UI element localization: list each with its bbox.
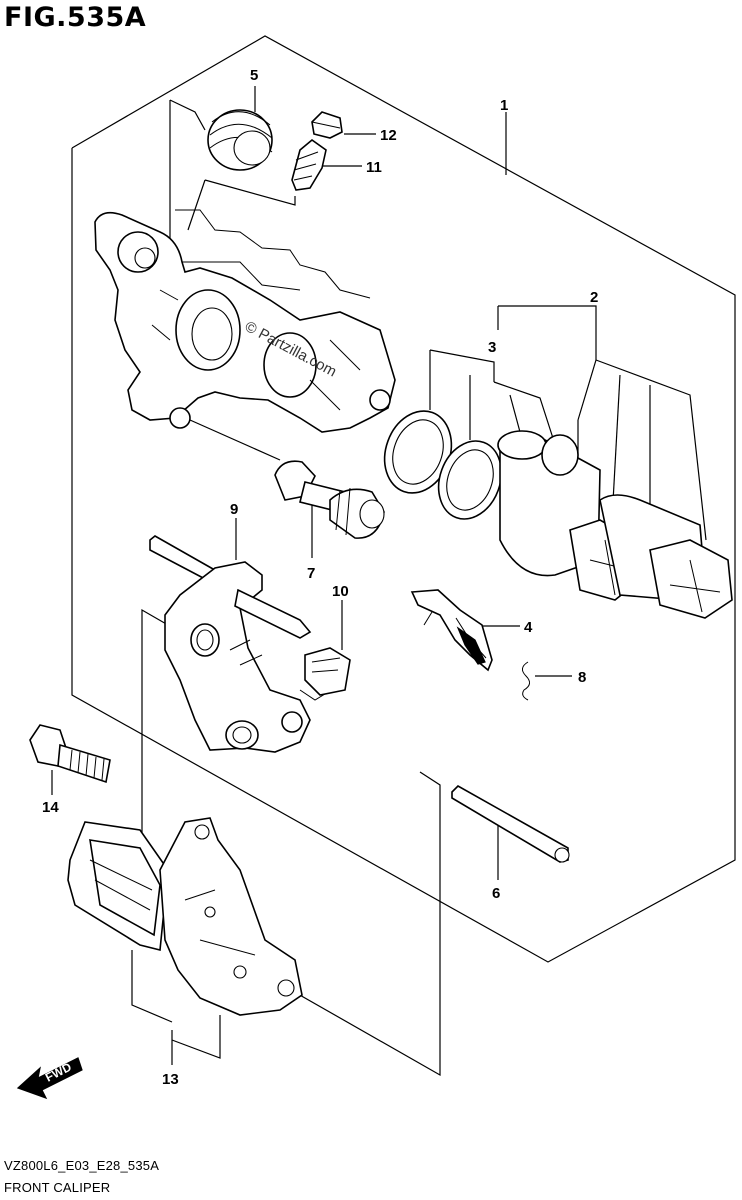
part-10-spring-clip — [299, 647, 351, 701]
callout-6: 6 — [492, 885, 500, 902]
callout-7: 7 — [307, 565, 315, 582]
diagram-caption: FRONT CALIPER — [4, 1180, 111, 1195]
part-8-clip — [522, 661, 530, 701]
callout-11: 11 — [366, 159, 382, 176]
callout-3: 3 — [488, 339, 496, 356]
callout-2: 2 — [590, 289, 598, 306]
part-4-pad-spring — [410, 589, 493, 672]
figure-title: FIG.535A — [4, 2, 147, 33]
callout-4: 4 — [524, 619, 533, 636]
part-11-bleeder-valve — [291, 138, 327, 191]
part-9-bracket — [149, 535, 312, 753]
part-3-seal-outer — [383, 410, 453, 494]
callout-10: 10 — [332, 583, 349, 600]
callout-12: 12 — [380, 127, 397, 144]
part-6-pad-pin — [451, 785, 570, 863]
part-5-boot — [207, 109, 273, 171]
callout-5: 5 — [250, 67, 258, 84]
callout-numbers: 1 2 3 4 5 6 7 8 9 10 11 12 13 14 — [42, 67, 598, 1088]
callout-8: 8 — [578, 669, 586, 686]
part-7-guide-pin — [274, 460, 385, 539]
callout-1: 1 — [500, 97, 508, 114]
part-3-seal-inner — [437, 440, 503, 520]
fwd-arrow: FWD — [16, 1057, 83, 1100]
callout-13: 13 — [162, 1071, 179, 1088]
part-2-piston-small — [599, 494, 733, 619]
diagram-code: VZ800L6_E03_E28_535A — [4, 1158, 160, 1173]
caliper-body — [94, 209, 396, 433]
part-14-bolt — [29, 724, 111, 784]
callout-9: 9 — [230, 501, 238, 518]
part-12-bleeder-cap — [311, 111, 343, 139]
callout-14: 14 — [42, 799, 59, 816]
part-13-brake-pads — [67, 817, 303, 1016]
caliper-assembly-outline — [71, 35, 736, 963]
